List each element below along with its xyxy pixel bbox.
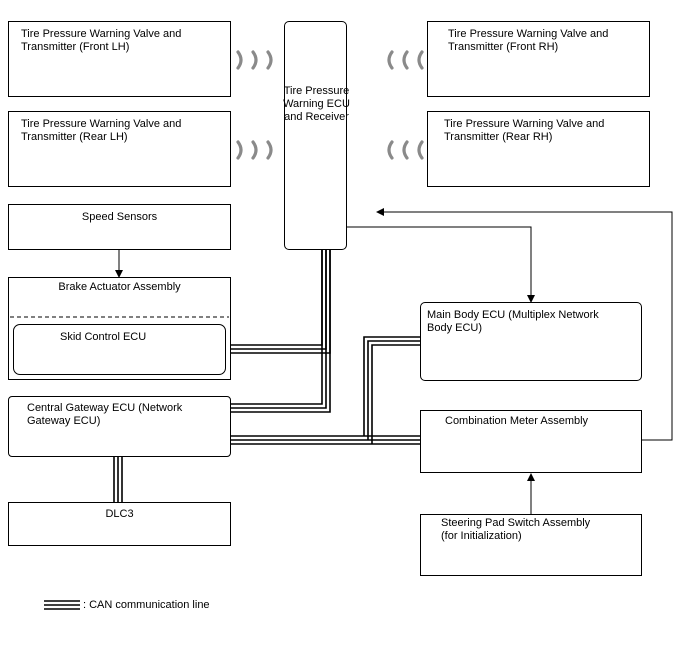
dlc3-label: DLC3 [105,508,134,520]
valve-front-lh-label: Tire Pressure Warning Valve and Transmit… [21,28,182,53]
combination-meter-label: Combination Meter Assembly [445,415,589,427]
radio-wave-icon-rear-rh [387,140,424,160]
steering-pad-box: Steering Pad Switch Assembly (for Initia… [420,514,642,576]
central-gateway-box: Central Gateway ECU (Network Gateway ECU… [8,396,231,457]
brake-actuator-label: Brake Actuator Assembly [58,281,181,293]
tpms-ecu-label: Tire Pressure Warning ECU and Receiver [283,85,350,123]
valve-front-rh-label: Tire Pressure Warning Valve and Transmit… [448,28,609,53]
valve-rear-rh-label: Tire Pressure Warning Valve and Transmit… [444,118,605,143]
radio-wave-icon-front-rh [387,50,424,70]
valve-rear-rh-box: Tire Pressure Warning Valve and Transmit… [427,111,650,187]
tpms-ecu-box: Tire Pressure Warning ECU and Receiver [283,21,350,250]
valve-rear-lh-box: Tire Pressure Warning Valve and Transmit… [8,111,231,187]
skid-control-label: Skid Control ECU [60,331,147,343]
brake-actuator-box: Brake Actuator Assembly [8,277,231,380]
speed-sensors-box: Speed Sensors [8,204,231,250]
valve-rear-lh-label: Tire Pressure Warning Valve and Transmit… [21,118,182,143]
steering-pad-label: Steering Pad Switch Assembly (for Initia… [441,517,591,542]
can-legend-label: : CAN communication line [83,599,210,611]
speed-sensors-label: Speed Sensors [81,211,158,223]
valve-front-lh-box: Tire Pressure Warning Valve and Transmit… [8,21,231,97]
radio-wave-icon-rear-lh [236,140,273,160]
radio-wave-icon-front-lh [236,50,273,70]
skid-control-box: Skid Control ECU [13,324,226,375]
main-body-ecu-box: Main Body ECU (Multiplex Network Body EC… [420,302,642,381]
can-legend-symbol [44,600,80,610]
valve-front-rh-box: Tire Pressure Warning Valve and Transmit… [427,21,650,97]
central-gateway-label: Central Gateway ECU (Network Gateway ECU… [27,402,183,427]
dlc3-box: DLC3 [8,502,231,546]
combination-meter-box: Combination Meter Assembly [420,410,642,473]
arrow-meter-to-tpms [376,208,673,441]
arrow-tpms-to-main-body [346,226,535,303]
main-body-ecu-label: Main Body ECU (Multiplex Network Body EC… [427,309,599,334]
can-bus-lines [113,250,420,502]
